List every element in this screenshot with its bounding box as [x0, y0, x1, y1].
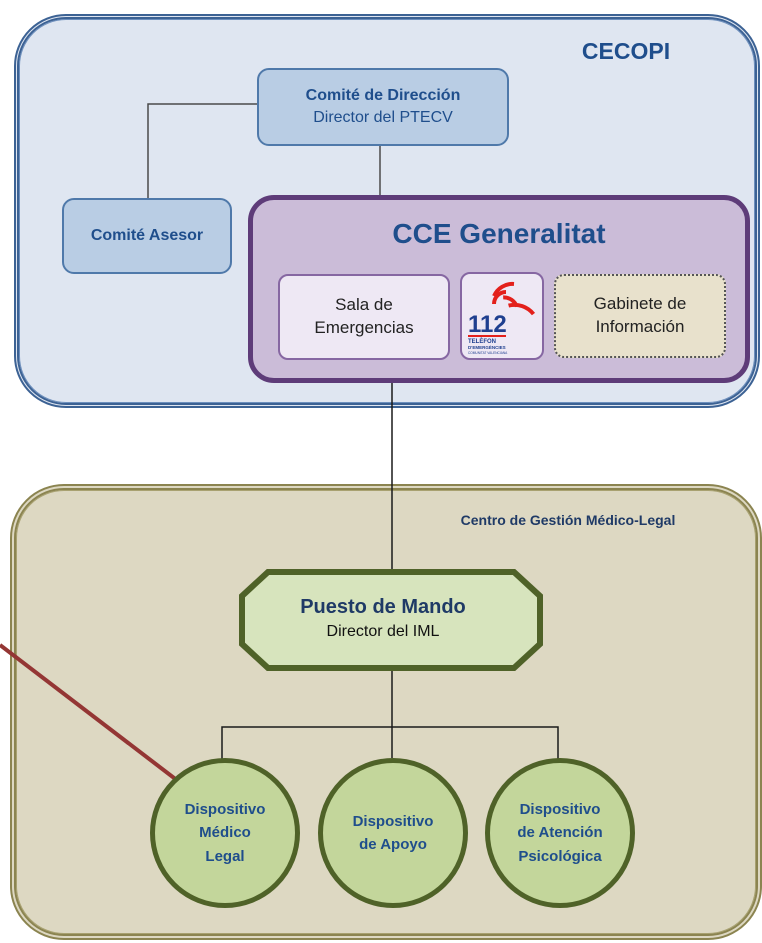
comite-direccion-title: Comité de Dirección	[305, 87, 461, 105]
sala-line2: Emergencias	[314, 318, 414, 337]
logo-112-number: 112	[468, 311, 507, 338]
logo-112-box: 112 TELÈFON D'EMERGÈNCIES COMUNITAT VALE…	[460, 272, 544, 360]
puesto-mando-label: Puesto de Mando Director del IML	[238, 596, 528, 641]
sala-emergencias-box: Sala de Emergencias	[278, 274, 450, 360]
dispositivo-2-line1: Dispositivo	[352, 812, 434, 830]
dispositivo-3-line2: de Atención	[517, 824, 603, 842]
sala-line1: Sala de	[335, 295, 393, 315]
cecopi-title: CECOPI	[581, 38, 671, 64]
logo-line1: TELÈFON	[468, 337, 496, 345]
comite-direccion-subtitle: Director del PTECV	[313, 109, 453, 126]
logo-line2: D'EMERGÈNCIES	[468, 343, 506, 350]
centro-gestion-title: Centro de Gestión Médico-Legal	[460, 512, 676, 528]
comite-asesor-title: Comité Asesor	[90, 227, 204, 245]
comite-asesor-box: Comité Asesor	[62, 198, 232, 274]
logo-112-icon: 112 TELÈFON D'EMERGÈNCIES COMUNITAT VALE…	[468, 281, 536, 355]
dispositivo-3-line1: Dispositivo	[519, 801, 601, 819]
puesto-mando-title: Puesto de Mando	[300, 596, 466, 618]
dispositivo-apoyo: Dispositivo de Apoyo	[318, 758, 468, 908]
cce-generalitat-title: CCE Generalitat	[392, 218, 606, 249]
link-external-red	[0, 643, 180, 783]
line-direccion-asesor	[147, 103, 257, 198]
dispositivo-3-line3: Psicológica	[518, 847, 602, 865]
comite-direccion-box: Comité de Dirección Director del PTECV	[257, 68, 509, 146]
dispositivo-1-line2: Médico	[199, 824, 251, 842]
dispositivo-2-line2: de Apoyo	[359, 836, 427, 853]
line-bus-dispositivos	[221, 726, 559, 763]
puesto-mando-shape	[239, 569, 543, 671]
dispositivo-1-line3: Legal	[205, 847, 245, 865]
dispositivo-medico-legal: Dispositivo Médico Legal	[150, 758, 300, 908]
dispositivo-atencion-psicologica: Dispositivo de Atención Psicológica	[485, 758, 635, 908]
gabinete-line1: Gabinete de	[593, 294, 687, 314]
logo-line3: COMUNITAT VALENCIANA	[468, 351, 508, 355]
dispositivo-1-line1: Dispositivo	[184, 801, 266, 819]
puesto-mando-subtitle: Director del IML	[326, 623, 440, 640]
gabinete-line2: Información	[595, 317, 685, 336]
gabinete-informacion-box: Gabinete de Información	[554, 274, 726, 358]
